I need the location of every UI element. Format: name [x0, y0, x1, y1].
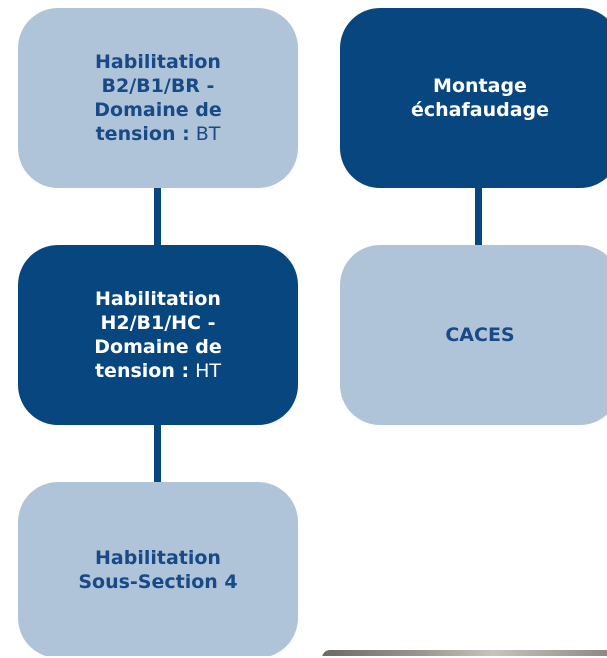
- page-edge: [0, 656, 607, 658]
- node-caces: CACES: [340, 245, 607, 425]
- node-label-line: B2/B1/BR -: [101, 75, 215, 97]
- node-label-value: BT: [189, 123, 221, 145]
- node-label-line: tension :: [95, 123, 190, 145]
- node-label-line: Domaine de: [94, 336, 222, 358]
- photo-strip: [322, 650, 607, 658]
- node-habilitation-bt: Habilitation B2/B1/BR - Domaine de tensi…: [18, 8, 298, 188]
- node-habilitation-ss4-label: Habilitation Sous-Section 4: [78, 546, 237, 594]
- node-label-line: Domaine de: [94, 99, 222, 121]
- connector-line: [154, 188, 161, 245]
- node-label-line: Habilitation: [95, 51, 221, 73]
- node-habilitation-ht: Habilitation H2/B1/HC - Domaine de tensi…: [18, 245, 298, 425]
- node-habilitation-ht-label: Habilitation H2/B1/HC - Domaine de tensi…: [94, 287, 221, 383]
- node-label-line: tension :: [94, 360, 190, 382]
- node-montage-echafaudage: Montage échafaudage: [340, 8, 607, 188]
- node-label-value: HT: [189, 360, 222, 382]
- node-caces-label: CACES: [445, 323, 514, 347]
- node-habilitation-bt-label: Habilitation B2/B1/BR - Domaine de tensi…: [94, 50, 221, 146]
- node-label-line: Habilitation: [95, 547, 221, 569]
- node-montage-echafaudage-label: Montage échafaudage: [411, 74, 549, 122]
- connector-line: [154, 425, 161, 482]
- node-label-line: Habilitation: [95, 288, 221, 310]
- node-label-line: Sous-Section 4: [78, 571, 238, 593]
- connector-line: [475, 188, 482, 245]
- node-label-line: échafaudage: [410, 99, 550, 121]
- node-label-line: H2/B1/HC -: [100, 312, 216, 334]
- node-habilitation-ss4: Habilitation Sous-Section 4: [18, 482, 298, 658]
- node-label-line: CACES: [445, 324, 515, 346]
- node-label-line: Montage: [433, 75, 527, 97]
